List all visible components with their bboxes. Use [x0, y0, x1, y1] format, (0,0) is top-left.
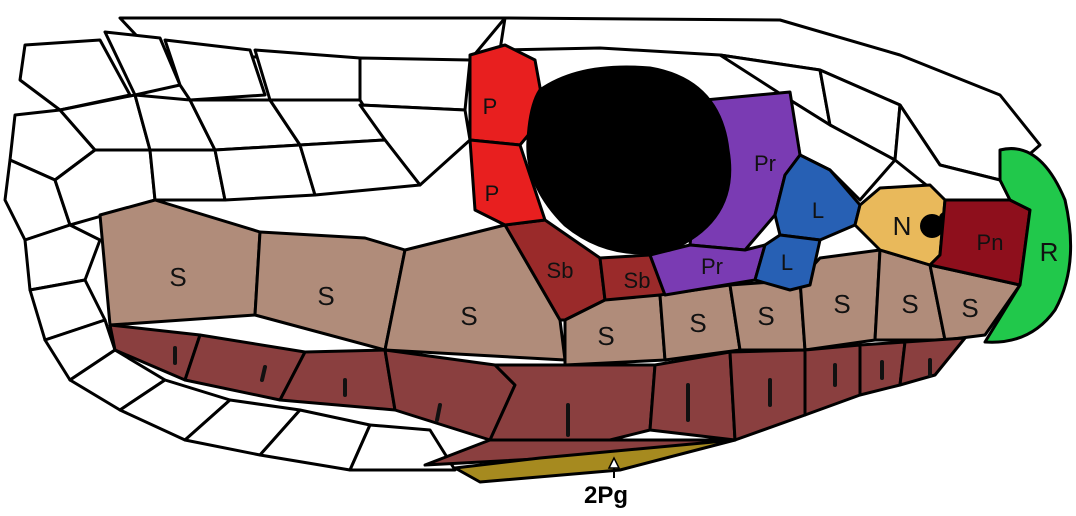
body-scale	[360, 58, 470, 110]
infralabial-scale	[805, 345, 860, 415]
label-subocular: Sb	[547, 258, 574, 283]
label-supralabial: S	[833, 289, 850, 319]
label-supralabial: S	[597, 321, 614, 351]
infralabial-scale	[900, 338, 965, 385]
body-scale	[255, 50, 360, 100]
infralabial-scale	[490, 365, 655, 440]
label-postnasal: Pn	[977, 230, 1004, 255]
label-rostral: R	[1040, 237, 1059, 267]
label-parietal: P	[483, 94, 498, 119]
body-scale	[25, 225, 100, 290]
infralabial-scale	[650, 352, 735, 440]
label-nasal: N	[893, 211, 912, 241]
label-preocular: Pr	[754, 151, 776, 176]
label-loreal: L	[812, 198, 824, 223]
label-loreal: L	[781, 250, 793, 275]
eye	[528, 67, 730, 253]
label-supralabial: S	[169, 262, 186, 292]
infralabial-scale	[730, 350, 805, 440]
label-supralabial: S	[689, 308, 706, 338]
label-supralabial: S	[757, 301, 774, 331]
label-supralabial: S	[901, 289, 918, 319]
label-subocular: Sb	[624, 268, 651, 293]
label-parietal: P	[485, 181, 500, 206]
label-supralabial: S	[961, 293, 978, 323]
body-scale	[165, 40, 265, 100]
label-supralabial: S	[460, 301, 477, 331]
label-supralabial: S	[317, 281, 334, 311]
label-preocular: Pr	[701, 254, 723, 279]
body-scale	[215, 145, 315, 200]
body-scale	[150, 150, 225, 200]
annotation-label: 2Pg	[584, 482, 628, 509]
